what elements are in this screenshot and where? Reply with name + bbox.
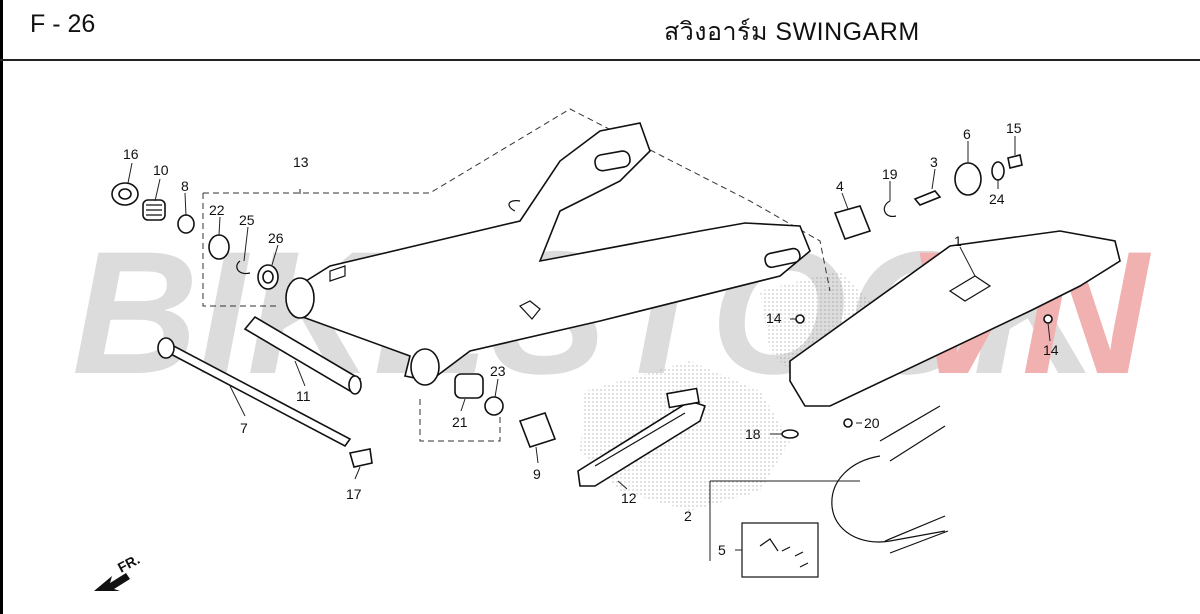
bolt-20 [843,418,853,428]
nut-15 [1007,154,1023,169]
callout-18: 18 [745,426,761,442]
arrow-fr-icon [94,573,130,591]
washer-24 [991,161,1005,181]
assembly-outlines [202,108,860,578]
outline-2 [709,480,860,561]
nut-17 [348,448,373,468]
circlip-25 [236,260,251,275]
drive-chain [759,405,949,568]
page-code: F - 26 [30,10,96,38]
callout-22: 22 [209,202,225,218]
callout-3: 3 [930,154,938,170]
pivot-left [285,277,315,319]
pivot-right [410,348,440,386]
callout-26: 26 [268,230,284,246]
lower-middle-parts [454,373,557,448]
right-small-parts [833,154,1023,240]
seal-23 [484,396,504,416]
callout-15: 15 [1006,120,1022,136]
callout-13: 13 [293,154,309,170]
chain-case [781,230,1121,439]
header-bar: F - 26 สวิงอาร์ม SWINGARM [0,0,1200,61]
bracket [329,265,346,282]
callout-5: 5 [718,542,726,558]
callout-14-right: 14 [1043,342,1059,358]
collar-9 [518,412,557,448]
callouts: 16 10 8 13 22 25 26 7 11 17 21 23 9 12 4… [123,120,1059,558]
callout-9: 9 [533,466,541,482]
callout-14-left: 14 [766,310,782,326]
direction-label: FR. [115,551,142,576]
outline-5 [741,522,819,578]
callout-6: 6 [963,126,971,142]
collar-8 [177,214,195,234]
callout-8: 8 [181,178,189,194]
axle-slot-lower [764,247,801,269]
bolt-14b [1043,314,1053,324]
washer-18 [781,429,799,439]
frame-border [0,0,3,614]
page-title: สวิงอาร์ม SWINGARM [664,18,920,46]
left-small-parts [111,182,279,290]
callout-17: 17 [346,486,362,502]
hook [508,200,521,212]
swingarm [285,122,811,386]
exploded-view-diagram: BIKESTOCK VN [72,108,1152,591]
direction-marker: FR. [94,551,142,591]
axle-slot-upper [594,150,631,172]
bracket-2 [519,300,541,320]
outline-21 [419,399,501,442]
callout-7: 7 [240,420,248,436]
callout-12: 12 [621,490,637,506]
callout-19: 19 [882,166,898,182]
callout-11: 11 [296,388,311,404]
chain-slider [577,387,707,487]
callout-10: 10 [153,162,169,178]
callout-1: 1 [954,233,962,249]
callout-16: 16 [123,146,139,162]
callout-24: 24 [989,191,1005,207]
bearing-21 [454,373,484,399]
outline-13 [202,193,280,307]
circlip-19 [883,200,897,218]
chain-case-1 [789,230,1121,407]
pivot-parts [157,315,373,468]
outline-13-upper [203,108,831,292]
callout-23: 23 [490,363,506,379]
callout-20: 20 [864,415,880,431]
callout-4: 4 [836,178,844,194]
callout-25: 25 [239,212,255,228]
joint-5 [759,538,809,568]
collar-4 [833,205,872,240]
bolt-14a [795,314,805,324]
seal-22 [208,234,230,260]
chain-2 [831,455,946,543]
adjuster-6 [954,162,982,196]
bolt-3 [913,190,942,206]
callout-21: 21 [452,414,468,430]
callout-2: 2 [684,508,692,524]
leader-lines [127,136,1051,551]
